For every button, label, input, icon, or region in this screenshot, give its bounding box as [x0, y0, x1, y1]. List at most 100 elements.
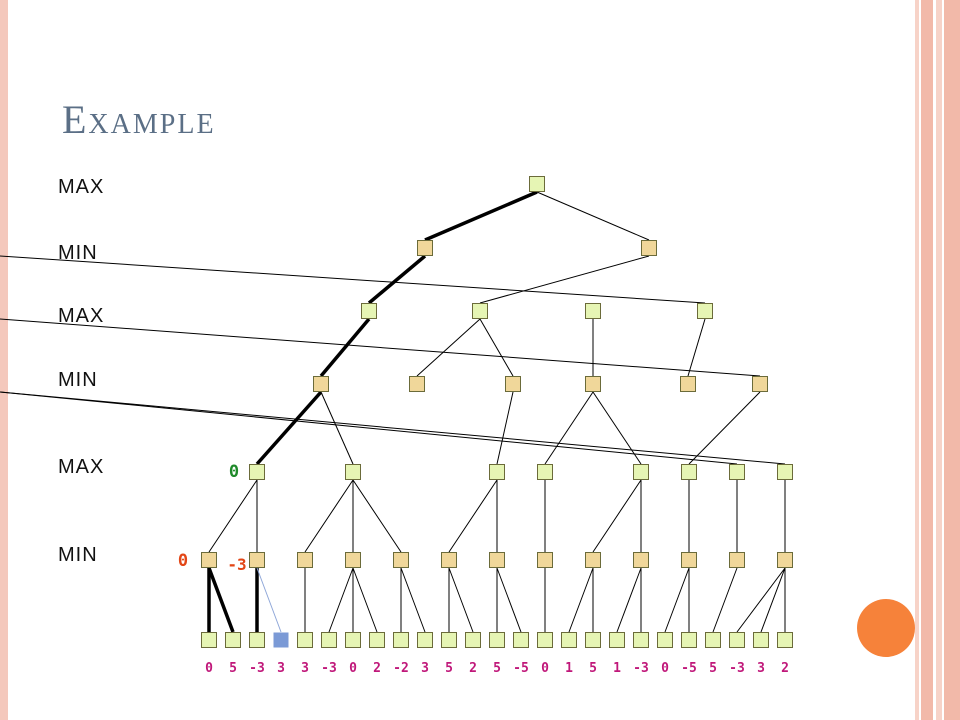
tree-edge	[208, 479, 258, 553]
leaf-value: 3	[757, 661, 765, 676]
leaf-value: 1	[565, 661, 573, 676]
tree-edge	[448, 479, 498, 553]
tree-edge	[664, 567, 690, 633]
leaf-value: 0	[661, 661, 669, 676]
leaf-node	[321, 632, 337, 648]
tree-edge	[616, 567, 642, 633]
tree-edge	[688, 391, 761, 465]
tree-edge	[0, 255, 706, 304]
leaf-value: 3	[277, 661, 285, 676]
tree-edge	[592, 391, 642, 465]
leaf-value: 5	[445, 661, 453, 676]
max-node	[777, 464, 793, 480]
tree-edge	[320, 391, 354, 465]
min-node	[249, 552, 265, 568]
node-value-annotation: 0	[178, 551, 188, 571]
pruned-edge	[256, 567, 282, 633]
tree-edge	[0, 318, 761, 377]
min-node	[409, 376, 425, 392]
tree-edge	[304, 479, 354, 553]
leaf-node	[225, 632, 241, 648]
leaf-value: -3	[729, 661, 745, 676]
leaf-node	[465, 632, 481, 648]
min-node	[681, 552, 697, 568]
tree-edge	[448, 567, 474, 633]
leaf-value: -5	[681, 661, 697, 676]
max-node	[345, 464, 361, 480]
leaf-value: 5	[589, 661, 597, 676]
leaf-node	[201, 632, 217, 648]
leaf-value: 0	[349, 661, 357, 676]
leaf-node	[489, 632, 505, 648]
leaf-value: 5	[493, 661, 501, 676]
max-node	[489, 464, 505, 480]
min-node	[489, 552, 505, 568]
max-node	[729, 464, 745, 480]
leaf-node	[753, 632, 769, 648]
pruned-leaf-node	[273, 632, 289, 648]
leaf-value: 2	[469, 661, 477, 676]
min-node	[313, 376, 329, 392]
slide-left-border	[0, 0, 8, 720]
leaf-value: 5	[709, 661, 717, 676]
tree-edge	[400, 567, 426, 633]
level-label-min-2: MIN	[58, 369, 98, 391]
tree-edge	[496, 391, 514, 465]
leaf-node	[249, 632, 265, 648]
principal-path-edge	[319, 317, 371, 378]
min-node	[585, 552, 601, 568]
tree-edge	[544, 391, 594, 465]
min-node	[393, 552, 409, 568]
max-node	[633, 464, 649, 480]
leaf-node	[393, 632, 409, 648]
tree-edge	[328, 567, 354, 633]
min-node	[641, 240, 657, 256]
max-node	[537, 464, 553, 480]
leaf-value: 2	[373, 661, 381, 676]
principal-path-edge	[207, 567, 235, 633]
leaf-node	[705, 632, 721, 648]
leaf-node	[561, 632, 577, 648]
leaf-value: 1	[613, 661, 621, 676]
leaf-value: 3	[301, 661, 309, 676]
leaf-node	[537, 632, 553, 648]
leaf-node	[729, 632, 745, 648]
leaf-value: -2	[393, 661, 409, 676]
max-node	[529, 176, 545, 192]
leaf-node	[633, 632, 649, 648]
tree-edge	[0, 391, 738, 465]
leaf-node	[513, 632, 529, 648]
leaf-value: 3	[421, 661, 429, 676]
min-node	[752, 376, 768, 392]
leaf-node	[681, 632, 697, 648]
min-node	[729, 552, 745, 568]
accent-circle	[857, 599, 915, 657]
level-label-max-2: MAX	[58, 305, 105, 327]
leaf-node	[657, 632, 673, 648]
tree-edge	[352, 479, 402, 553]
min-node	[505, 376, 521, 392]
leaf-node	[345, 632, 361, 648]
leaf-node	[777, 632, 793, 648]
tree-edge	[479, 255, 650, 304]
max-node	[585, 303, 601, 319]
level-label-min-3: MIN	[58, 544, 98, 566]
max-node	[249, 464, 265, 480]
level-label-max-3: MAX	[58, 456, 105, 478]
slide-right-stripes	[915, 0, 960, 720]
principal-path-edge	[255, 390, 323, 466]
max-node	[681, 464, 697, 480]
level-label-max-1: MAX	[58, 176, 105, 198]
leaf-value: 0	[205, 661, 213, 676]
leaf-node	[585, 632, 601, 648]
min-node	[201, 552, 217, 568]
node-value-annotation: 0	[229, 462, 239, 482]
min-node	[777, 552, 793, 568]
min-node	[345, 552, 361, 568]
tree-edge	[687, 318, 706, 377]
leaf-node	[369, 632, 385, 648]
leaf-node	[417, 632, 433, 648]
tree-edge	[712, 567, 738, 633]
tree-edge	[479, 318, 514, 377]
